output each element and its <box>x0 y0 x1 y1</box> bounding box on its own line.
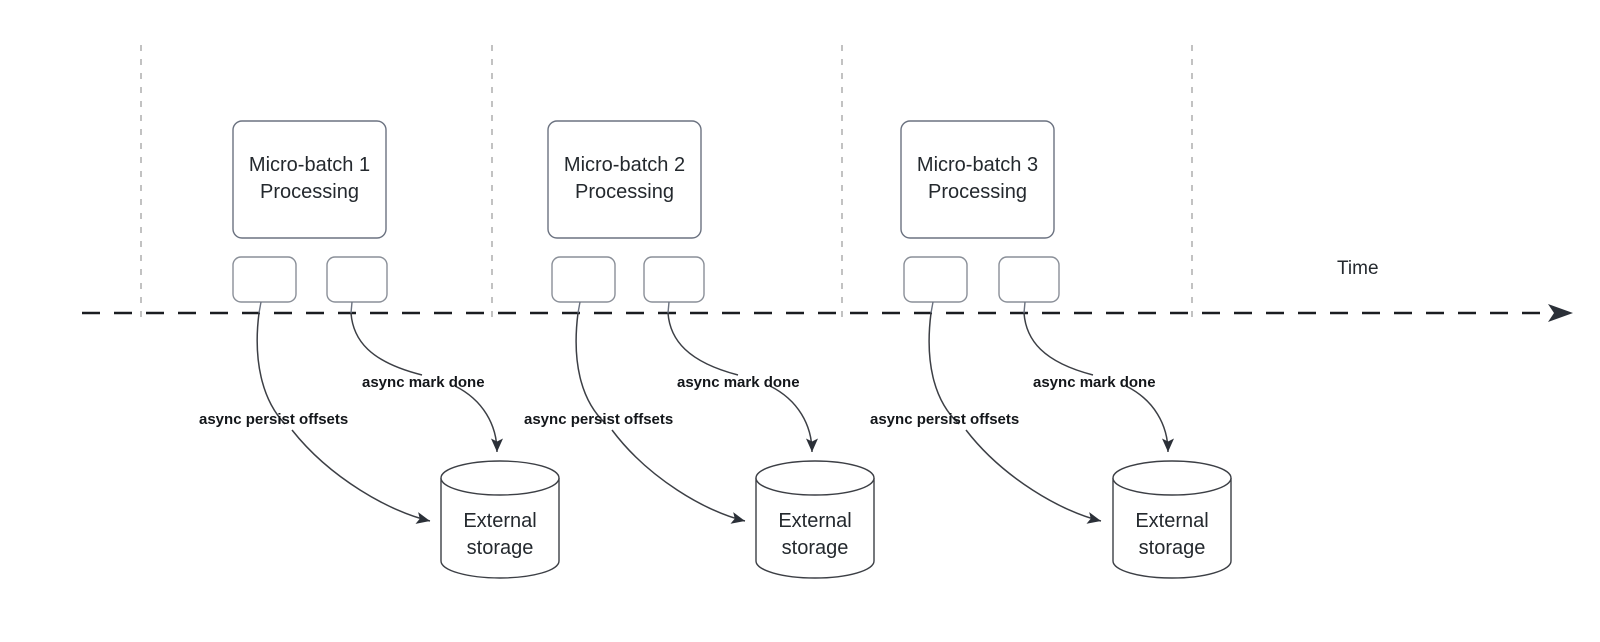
edge-persist-3-label: async persist offsets <box>870 411 1019 428</box>
storage-cylinder-3-subtitle: storage <box>1139 537 1206 559</box>
task-box-3b[interactable] <box>998 256 1060 303</box>
storage-cylinder-2-body[interactable] <box>755 478 875 579</box>
task-box-1a[interactable] <box>232 256 297 303</box>
task-box-2a[interactable] <box>551 256 616 303</box>
micro-batch-box-1-title: Micro-batch 1 <box>249 154 370 176</box>
edge-mark-2-label: async mark done <box>677 374 800 391</box>
edge-mark-2-upper <box>667 312 739 376</box>
storage-cylinder-1-title: External <box>463 510 536 532</box>
edge-persist-2-lower <box>611 429 746 524</box>
edge-mark-3-upper <box>1023 312 1094 376</box>
micro-batch-box-3-title: Micro-batch 3 <box>917 154 1038 176</box>
edge-mark-2-lower <box>769 385 818 453</box>
storage-cylinder-1-body[interactable] <box>440 478 560 579</box>
storage-cylinder-2-top <box>755 460 875 496</box>
micro-batch-group-1: Micro-batch 1 Processing async persist o… <box>199 120 560 579</box>
timeline-arrowhead-icon <box>1548 304 1573 322</box>
edge-persist-3-upper <box>928 312 960 425</box>
micro-batch-box-2-subtitle: Processing <box>575 181 674 203</box>
micro-batch-box-2[interactable] <box>547 120 702 239</box>
storage-cylinder-3-body[interactable] <box>1112 478 1232 579</box>
task-stub-1b <box>350 301 353 314</box>
storage-cylinder-2-subtitle: storage <box>782 537 849 559</box>
micro-batch-box-3-subtitle: Processing <box>928 181 1027 203</box>
task-box-1b[interactable] <box>326 256 388 303</box>
storage-cylinder-3-title: External <box>1135 510 1208 532</box>
storage-cylinder-2-title: External <box>778 510 851 532</box>
edge-persist-1-upper <box>256 312 286 425</box>
micro-batch-group-2: Micro-batch 2 Processing async persist o… <box>524 120 875 579</box>
edge-persist-1-lower <box>291 429 431 524</box>
edge-persist-2-upper <box>575 312 607 425</box>
micro-batch-box-3[interactable] <box>900 120 1055 239</box>
task-stub-2b <box>667 301 670 314</box>
task-stub-3a <box>930 301 934 314</box>
storage-cylinder-1-subtitle: storage <box>467 537 534 559</box>
timeline-label: Time <box>1337 258 1379 279</box>
micro-batch-box-1[interactable] <box>232 120 387 239</box>
edge-mark-1-lower <box>454 385 503 453</box>
task-stub-1a <box>258 301 262 314</box>
micro-batch-box-1-subtitle: Processing <box>260 181 359 203</box>
task-stub-2a <box>577 301 581 314</box>
storage-cylinder-1-top <box>440 460 560 496</box>
task-stub-3b <box>1023 301 1026 314</box>
edge-mark-1-label: async mark done <box>362 374 485 391</box>
task-box-3a[interactable] <box>903 256 968 303</box>
edge-mark-3-label: async mark done <box>1033 374 1156 391</box>
task-box-2b[interactable] <box>643 256 705 303</box>
edge-persist-3-lower <box>965 429 1102 524</box>
storage-cylinder-3-top <box>1112 460 1232 496</box>
edge-persist-1-label: async persist offsets <box>199 411 348 428</box>
edge-mark-3-lower <box>1125 385 1174 453</box>
micro-batch-box-2-title: Micro-batch 2 <box>564 154 685 176</box>
micro-batch-group-3: Micro-batch 3 Processing async persist o… <box>870 120 1232 579</box>
edge-persist-2-label: async persist offsets <box>524 411 673 428</box>
edge-mark-1-upper <box>350 312 423 376</box>
